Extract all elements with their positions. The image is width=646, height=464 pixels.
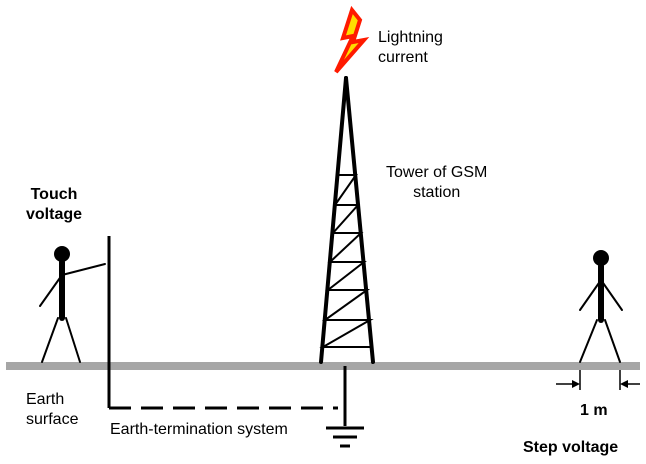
lightning-current-line-2: current [378, 49, 428, 66]
distance-label: 1 m [580, 402, 608, 419]
earth-surface-line-1: Earth [26, 391, 65, 408]
touch-voltage-line-1: Touch [30, 186, 78, 203]
tower-structure [319, 76, 375, 364]
earth-surface-label: Earth surface [26, 390, 78, 430]
person-icon [579, 250, 623, 363]
touch-voltage-label: Touch voltage [26, 185, 82, 225]
ground-symbol-icon [326, 366, 364, 448]
earth-termination-label: Earth-termination system [110, 421, 288, 438]
earth-surface-band [6, 362, 640, 370]
tower-right-leg [344, 76, 375, 364]
lightning-current-label: Lightning current [378, 28, 443, 68]
earth-termination-conductor [107, 236, 338, 410]
person-icon [39, 246, 106, 363]
earth-surface-line-2: surface [26, 411, 79, 428]
distance-dimension [556, 370, 640, 390]
lightning-bolt-icon [334, 5, 370, 74]
step-voltage-label: Step voltage [523, 439, 619, 456]
tower-label-line-1: Tower of GSM [386, 164, 488, 181]
tower-lattice [319, 174, 374, 348]
lightning-current-line-1: Lightning [378, 29, 443, 46]
tower-label-line-2: station [413, 184, 461, 201]
tower-left-leg [319, 76, 348, 364]
touch-voltage-line-2: voltage [26, 206, 83, 223]
tower-label: Tower of GSM station [386, 163, 487, 203]
